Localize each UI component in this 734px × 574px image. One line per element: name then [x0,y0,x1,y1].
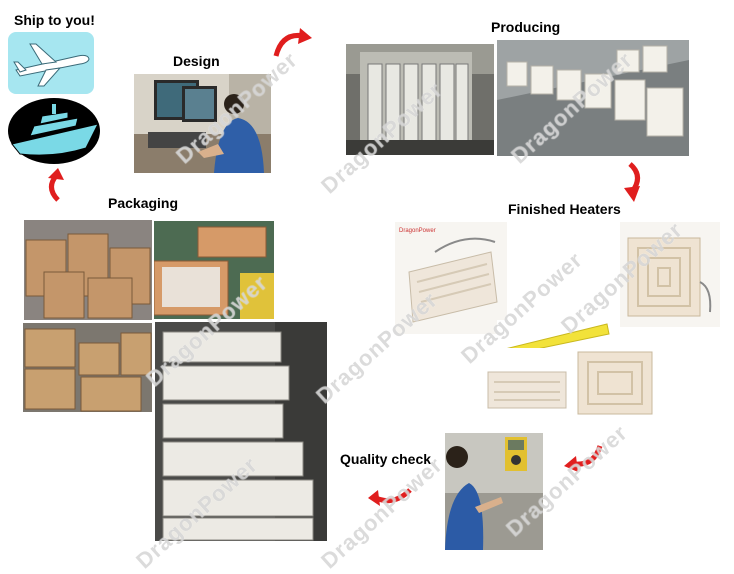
arrow-packaging-to-ship-icon [48,168,64,202]
ship-icon [6,96,102,166]
airplane-icon [8,32,94,94]
svg-text:DragonPower: DragonPower [399,228,436,234]
label-finished-heaters: Finished Heaters [508,201,621,217]
packaging-photo-4 [155,322,327,541]
producing-photo-2 [497,40,689,156]
label-producing: Producing [491,19,561,35]
heater-photo-1: DragonPower [395,222,507,334]
arrow-producing-to-finished-icon [624,162,640,202]
watermark: DragonPower [316,451,448,574]
arrow-finished-to-quality-icon [564,445,603,472]
label-quality-check: Quality check [340,451,432,467]
label-packaging: Packaging [108,195,179,211]
quality-check-photo [445,433,543,550]
label-ship: Ship to you! [14,12,95,28]
heater-photo-4 [574,348,656,417]
design-photo [134,74,271,173]
heater-photo-2 [620,222,720,327]
arrow-design-to-producing-icon [273,28,312,57]
packaging-photo-3 [23,323,152,412]
packaging-photo-2 [154,221,274,319]
producing-photo-1 [346,44,494,155]
label-design: Design [173,53,220,69]
packaging-photo-1 [24,220,152,320]
heater-photo-3 [484,348,570,416]
arrow-quality-to-packaging-icon [368,488,412,506]
